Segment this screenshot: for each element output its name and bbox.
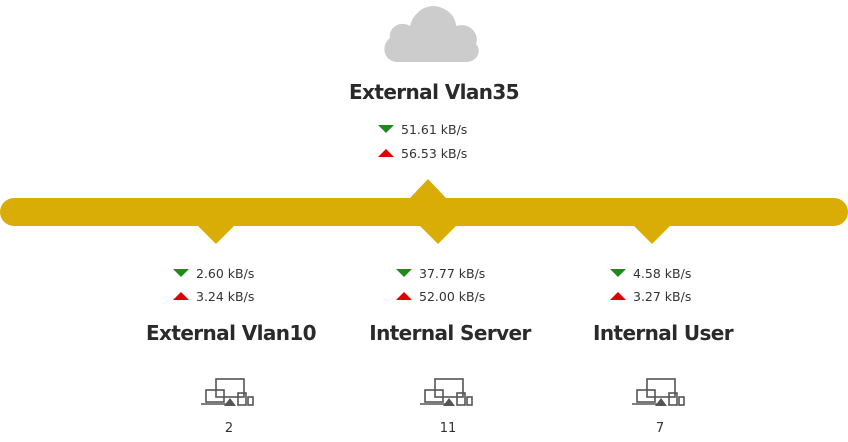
network-3-title[interactable]: Internal User <box>593 321 734 345</box>
network-2-upload-rate: 52.00 kB/s <box>396 287 485 305</box>
network-1-device-count: 2 <box>224 421 234 436</box>
upload-arrow-icon <box>378 149 394 157</box>
download-arrow-icon <box>610 269 626 277</box>
wan-title[interactable]: External Vlan35 <box>348 80 520 104</box>
network-1-download-rate: 2.60 kB/s <box>173 264 254 282</box>
devices-icon[interactable] <box>631 376 689 416</box>
download-arrow-icon <box>396 269 412 277</box>
network-1-download-value: 2.60 kB/s <box>196 265 255 281</box>
wan-download-value: 51.61 kB/s <box>401 121 468 137</box>
network-2-device-count: 11 <box>439 421 457 436</box>
network-2-title[interactable]: Internal Server <box>369 321 531 345</box>
network-2-download-value: 37.77 kB/s <box>419 265 486 281</box>
upload-arrow-icon <box>173 292 189 300</box>
download-arrow-icon <box>173 269 189 277</box>
upload-arrow-icon <box>610 292 626 300</box>
wan-upload-rate: 56.53 kB/s <box>378 144 467 162</box>
network-3-download-value: 4.58 kB/s <box>633 265 692 281</box>
network-1-upload-value: 3.24 kB/s <box>196 288 255 304</box>
network-3-upload-value: 3.27 kB/s <box>633 288 692 304</box>
devices-icon[interactable] <box>419 376 477 416</box>
network-3-upload-rate: 3.27 kB/s <box>610 287 691 305</box>
network-bus <box>0 179 848 244</box>
network-3-download-rate: 4.58 kB/s <box>610 264 691 282</box>
network-2-download-rate: 37.77 kB/s <box>396 264 485 282</box>
devices-icon[interactable] <box>200 376 258 416</box>
network-2-upload-value: 52.00 kB/s <box>419 288 486 304</box>
wan-download-rate: 51.61 kB/s <box>378 120 467 138</box>
download-arrow-icon <box>378 125 394 133</box>
wan-upload-value: 56.53 kB/s <box>401 145 468 161</box>
network-3-device-count: 7 <box>655 421 665 436</box>
network-1-title[interactable]: External Vlan10 <box>145 321 317 345</box>
upload-arrow-icon <box>396 292 412 300</box>
network-1-upload-rate: 3.24 kB/s <box>173 287 254 305</box>
cloud-icon <box>384 6 479 62</box>
